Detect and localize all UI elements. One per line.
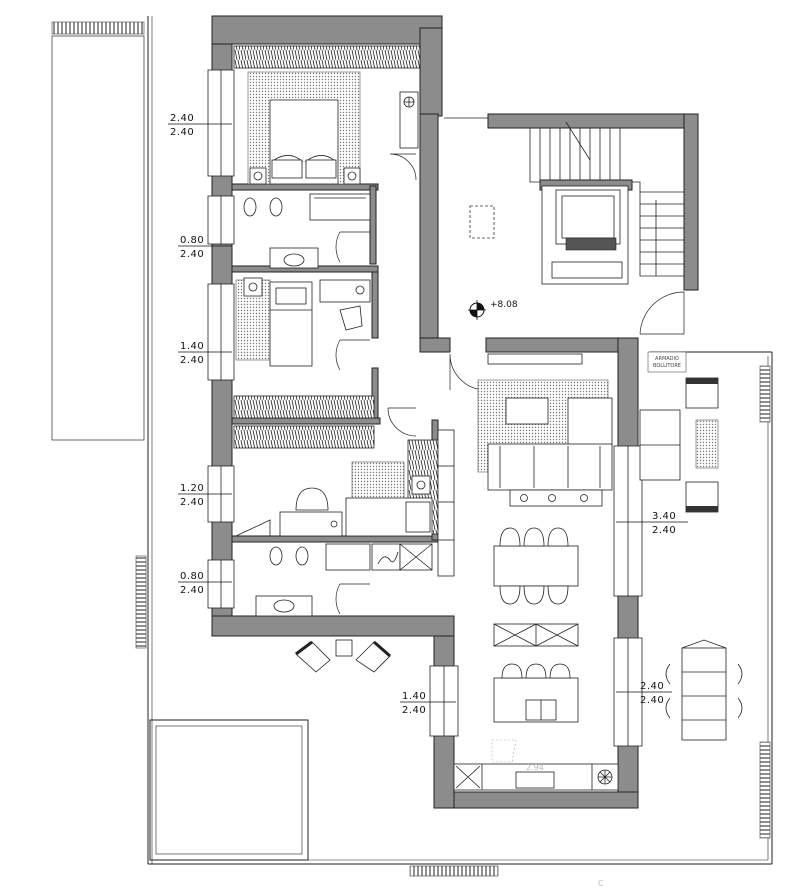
stairwell: [469, 121, 684, 285]
closet-label-line2: BOLLITORE: [653, 363, 681, 369]
living-window-width: 3.40: [652, 511, 676, 522]
bedroom-3-window-width: 1.20: [180, 483, 204, 494]
dining-window-height: 2.40: [640, 695, 664, 706]
window-dimension-labels: 2.40 2.40 0.80 2.40 1.40 2.40 1.20 2.40 …: [170, 113, 676, 716]
bedroom-2-window-height: 2.40: [180, 355, 204, 366]
kitchen: 2.94: [453, 623, 619, 791]
corner-note: C: [598, 879, 604, 888]
bath-2-window-height: 2.40: [180, 585, 204, 596]
kitchen-faint-mark: 2.94: [526, 763, 544, 772]
kitchen-window-height: 2.40: [402, 705, 426, 716]
dimension-leaders: [168, 123, 688, 703]
elevation-text: +8.08: [490, 300, 518, 310]
kitchen-window-width: 1.40: [402, 691, 426, 702]
terrace-furniture: [295, 377, 743, 741]
master-bedroom-window-height: 2.40: [170, 127, 194, 138]
bathroom-1: [243, 193, 371, 269]
bath-1-window-width: 0.80: [180, 235, 204, 246]
closet-label-line1: ARMADIO: [655, 356, 679, 362]
bedroom-3: [235, 461, 433, 537]
terrace-outline: [51, 16, 773, 877]
living-window-height: 2.40: [652, 525, 676, 536]
bath-2-window-width: 0.80: [180, 571, 204, 582]
bath-1-window-height: 2.40: [180, 249, 204, 260]
living-room: [437, 379, 613, 577]
dining-window-width: 2.40: [640, 681, 664, 692]
windows: [207, 69, 643, 747]
bedroom-3-window-height: 2.40: [180, 497, 204, 508]
bedroom-2: [235, 277, 371, 367]
dining: [493, 527, 579, 605]
elevation-marker: +8.08: [468, 300, 518, 320]
master-bedroom-window-width: 2.40: [170, 113, 194, 124]
boiler-closet: ARMADIO BOLLITORE: [487, 351, 687, 373]
master-bedroom: [247, 71, 419, 185]
bathroom-2: [255, 543, 433, 617]
bedroom-2-window-width: 1.40: [180, 341, 204, 352]
doors: [335, 117, 685, 615]
